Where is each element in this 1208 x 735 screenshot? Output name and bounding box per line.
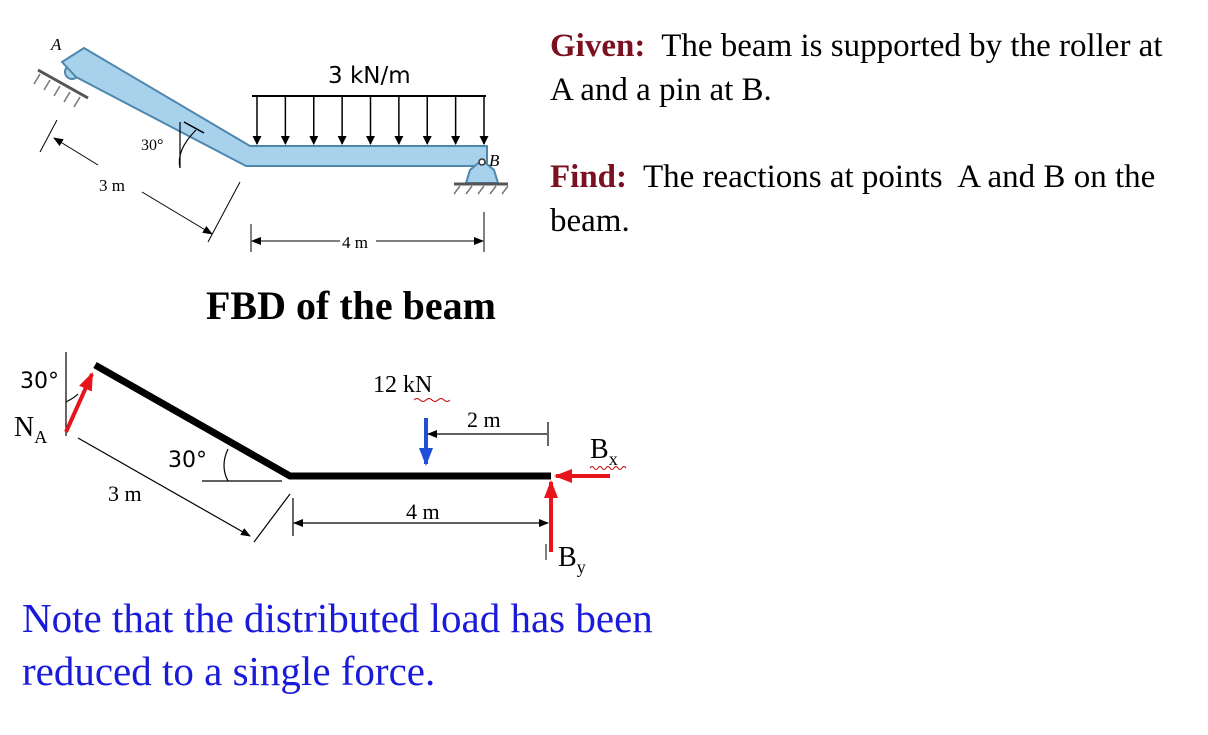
dimension-horizontal-top [250,212,485,252]
reaction-bx-label: Bx [590,434,618,469]
angle-label-reaction: 30° [20,369,59,394]
horizontal-length-label-top: 4 m [342,233,368,252]
physical-beam-diagram: A B 3 kN/m 30° 3 m 4 m [33,35,509,252]
given-label: Given: [550,28,646,64]
given-statement: Given: The beam is supported by the roll… [550,24,1190,112]
reaction-by-label: By [558,542,586,577]
fbd-title: FBD of the beam [206,283,496,328]
incline-length-label-fbd: 3 m [108,481,142,506]
distributed-load [252,95,489,145]
beam-body [61,47,488,167]
load-intensity-label: 3 kN/m [328,63,411,89]
angle-label-beam: 30° [168,448,207,473]
reaction-a-label: NA [14,412,47,447]
reaction-a-arrow [64,372,94,433]
resultant-force-label: 12 kN [373,372,432,398]
fbd-beam [93,361,551,480]
find-text: The reactions at points A and B on the b… [550,159,1164,239]
resultant-offset-label: 2 m [467,407,501,432]
find-statement: Find: The reactions at points A and B on… [550,155,1190,243]
given-text: The beam is supported by the roller at A… [550,28,1163,108]
incline-length-label-top: 3 m [99,176,125,195]
note-text: Note that the distributed load has been … [22,595,653,694]
angle-label-top: 30° [141,137,163,154]
horizontal-length-label-fbd: 4 m [406,499,440,524]
dimension-incline-top [39,119,241,243]
point-a-label: A [50,35,62,54]
point-b-label: B [489,151,500,170]
pin-support-b [453,158,509,195]
free-body-diagram: 30° NA 30° 3 m 4 m 12 kN 2 m Bx By [14,352,627,577]
find-label: Find: [550,159,628,195]
